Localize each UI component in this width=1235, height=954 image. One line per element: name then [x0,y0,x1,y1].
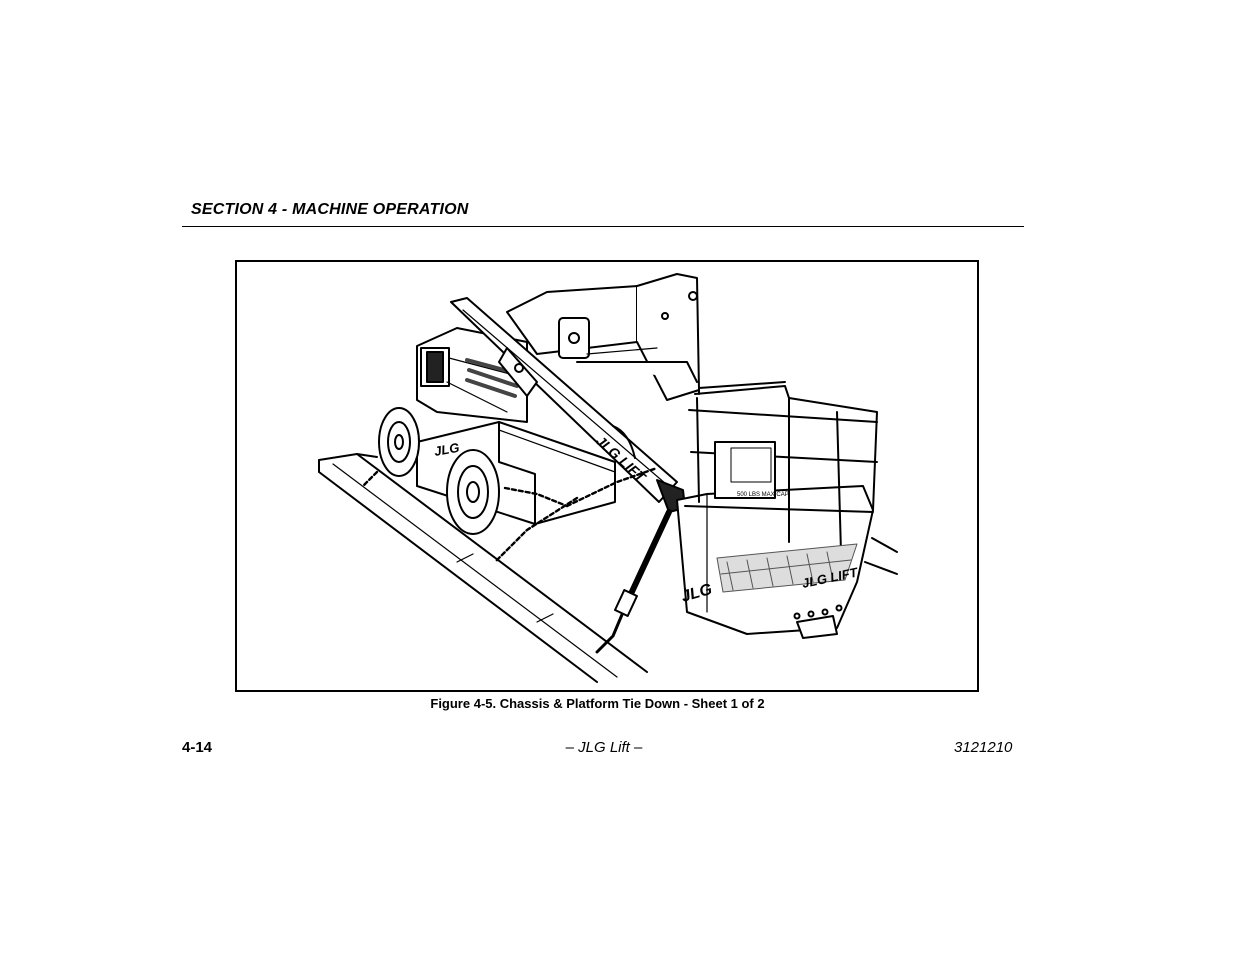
figure-caption: Figure 4-5. Chassis & Platform Tie Down … [430,696,765,711]
footer-title: – JLG Lift – [565,739,643,756]
figure-frame: JLG LIFT JLG [235,260,979,692]
page-number: 4-14 [182,739,213,756]
chassis-jlg-decal: JLG [433,440,461,459]
capacity-decal: 500 LBS MAX CAP [737,492,789,498]
section-title: SECTION 4 - MACHINE OPERATION [191,201,469,218]
boom-lift-tie-down-illustration: JLG LIFT JLG [318,273,898,683]
document-number: 3121210 [954,739,1013,756]
header-divider [182,226,1024,227]
